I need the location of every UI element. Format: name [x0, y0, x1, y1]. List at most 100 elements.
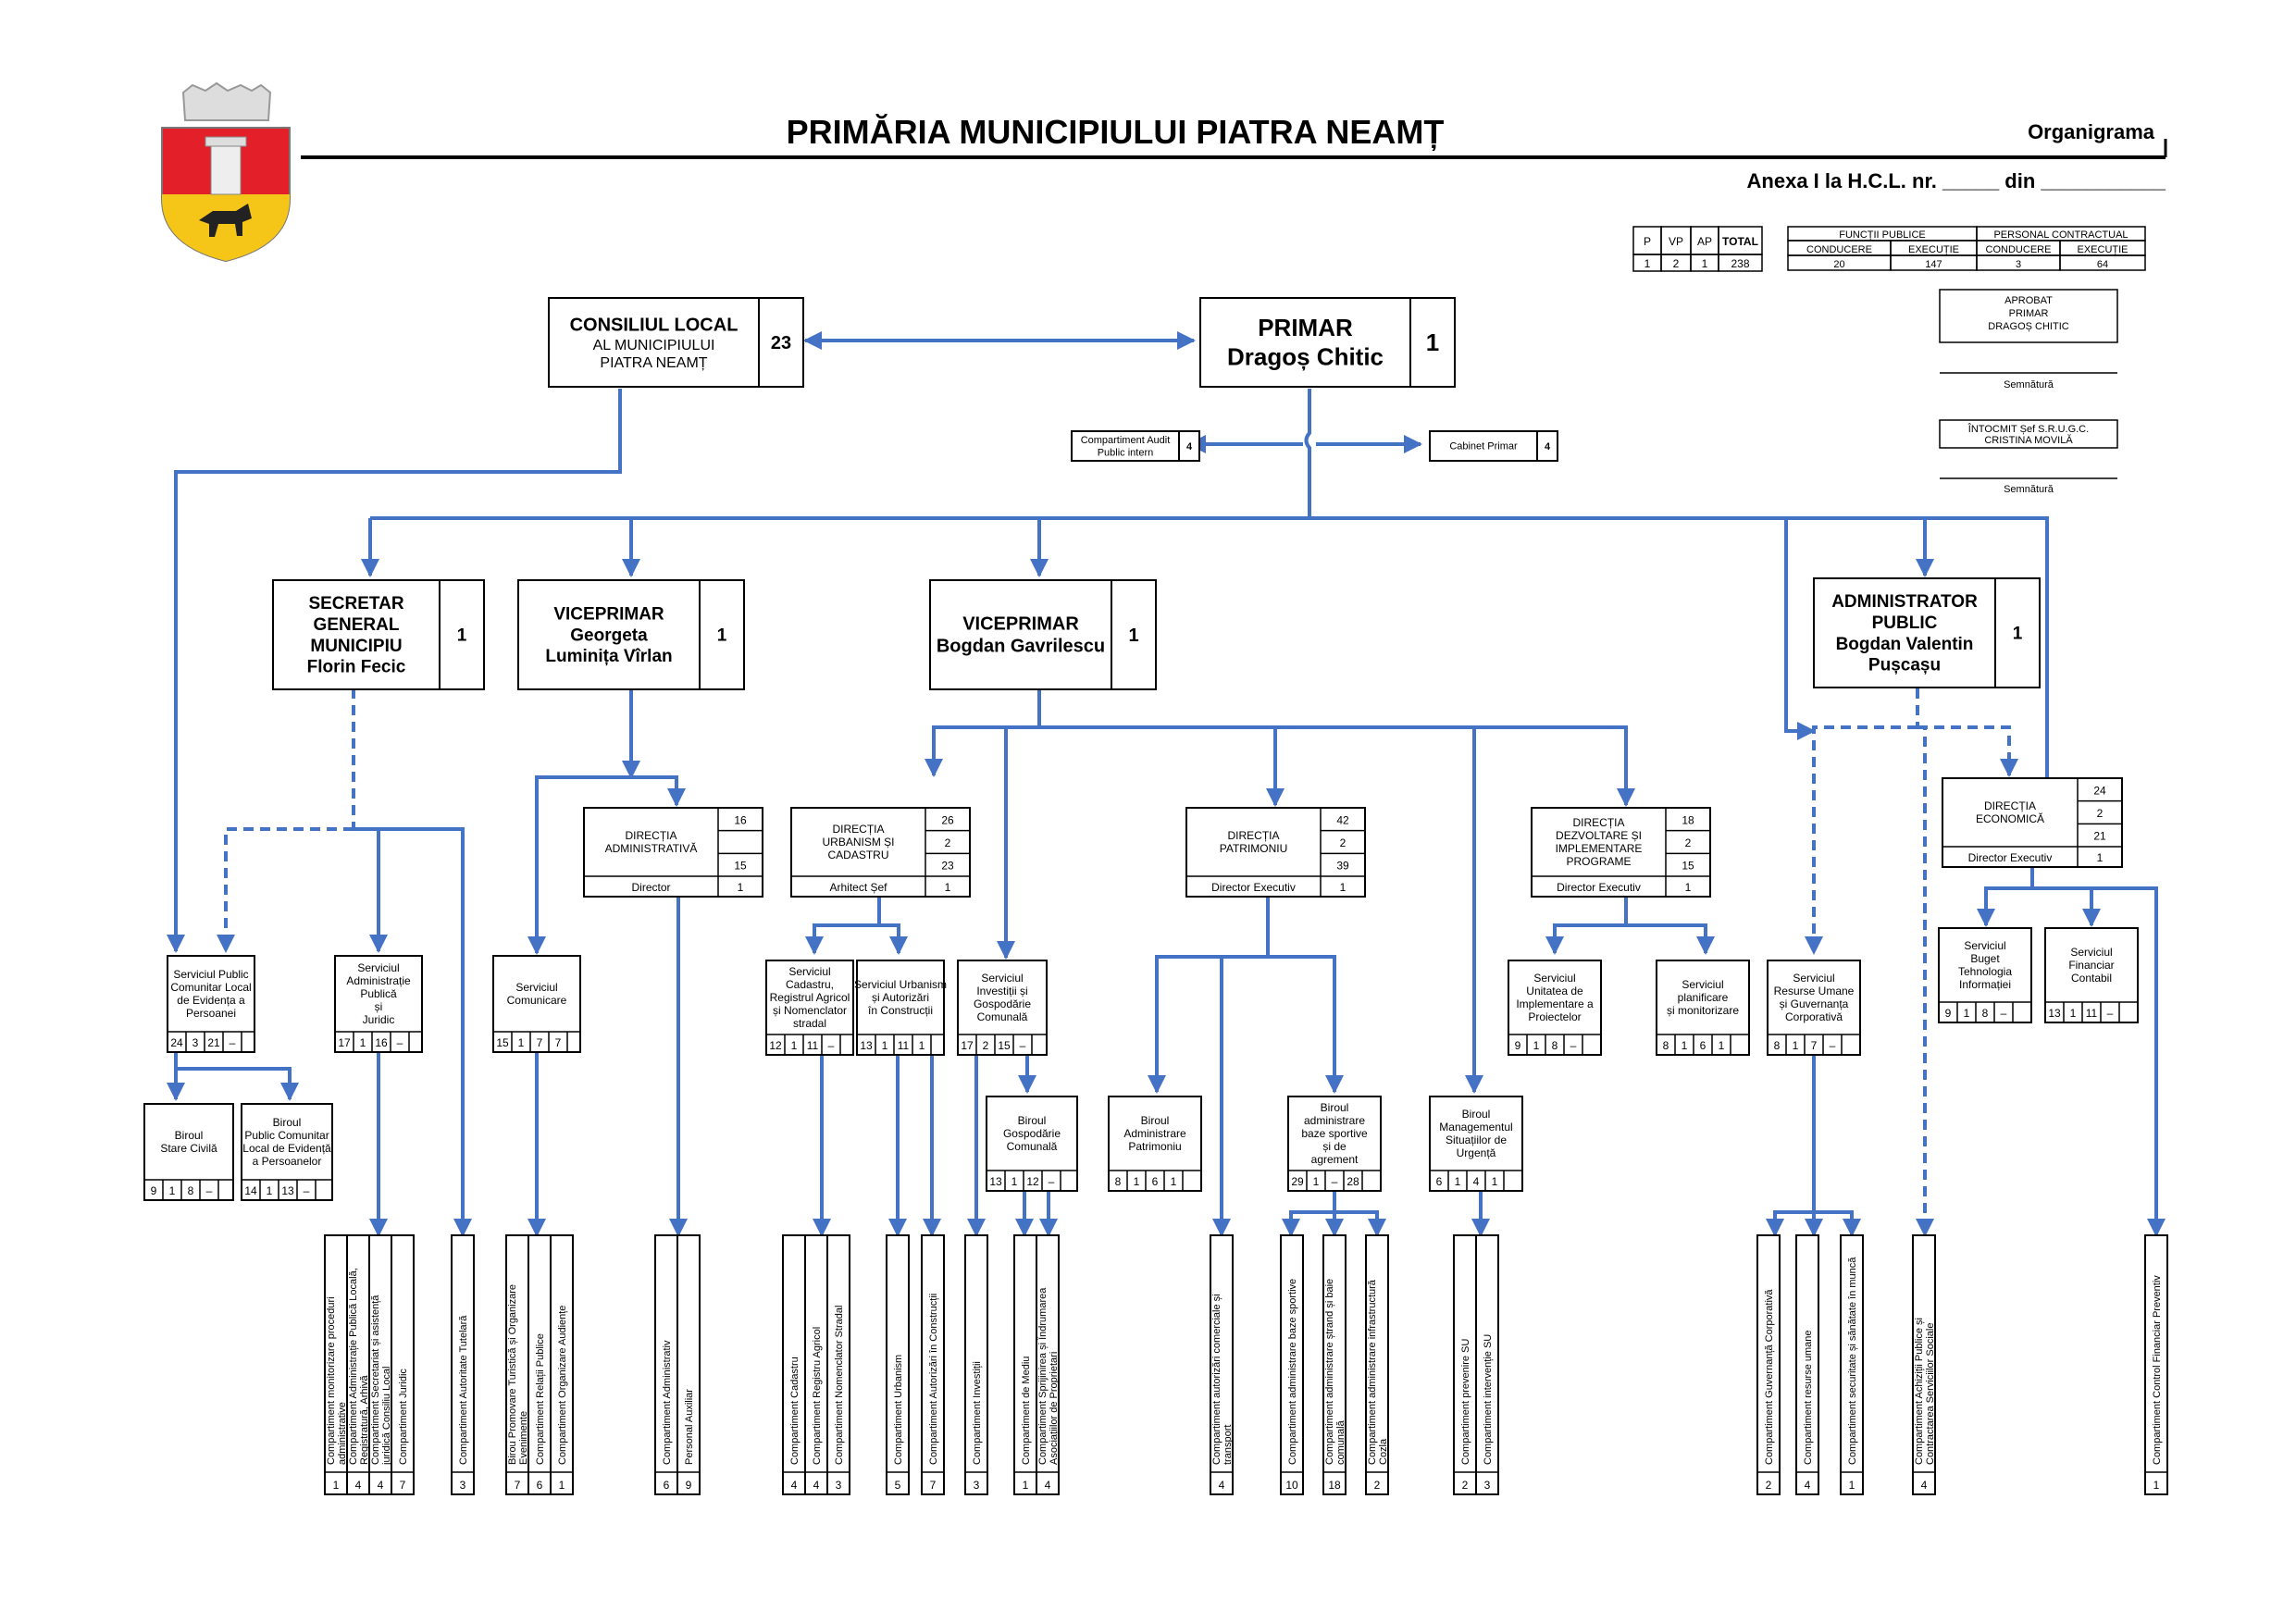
unit-name: Serviciul — [981, 972, 1023, 985]
connector-line — [2032, 886, 2101, 927]
compartment-count: 1 — [1849, 1479, 1855, 1492]
compartment-name: Compartiment Investiții — [972, 1361, 983, 1465]
compartment-frame — [964, 1234, 988, 1495]
box-label: Dragoș Chitic — [1227, 342, 1384, 370]
box-label: Luminița Vîrlan — [545, 647, 672, 666]
unit-count: 1 — [169, 1184, 176, 1197]
unit-frame — [334, 955, 423, 1053]
box-label: VICEPRIMAR — [962, 614, 1079, 635]
unit-count: 8 — [188, 1184, 194, 1197]
direction-head: Arhitect Șef — [829, 881, 887, 894]
compartment-count: 3 — [974, 1479, 980, 1492]
unit-name: Cadastru, — [786, 978, 834, 991]
compartment-name: Compartiment Control Financiar Preventiv — [2152, 1275, 2163, 1465]
connector-line — [1766, 1049, 1816, 1237]
compartment-count: 10 — [1285, 1479, 1298, 1492]
compartment-count: 3 — [1484, 1479, 1491, 1492]
unit-name: Buget — [1970, 952, 2000, 965]
direction-name: PATRIMONIU — [1220, 842, 1288, 855]
connector-line — [1545, 898, 1628, 955]
compartment-box: Compartiment intervenție SU3 — [1475, 1234, 1499, 1495]
compartment-box: Compartiment Administrație Publică Local… — [346, 1234, 370, 1495]
direction-name: DEZVOLTARE ȘI — [1556, 829, 1642, 842]
compartment-name: Compartiment Registru Agricol — [812, 1327, 823, 1465]
unit-name: Investiții și — [976, 985, 1027, 997]
stats-value: 1 — [1644, 257, 1651, 270]
connector-line — [879, 923, 908, 955]
box-label: Cabinet Primar — [1449, 441, 1518, 452]
compartment-count: 4 — [1219, 1479, 1225, 1492]
unit-name: Serviciul — [1964, 939, 2005, 952]
compartment-name: Compartiment autorizări comerciale și — [1211, 1294, 1222, 1465]
compartment-name: Compartiment monitorizare proceduri — [326, 1296, 337, 1465]
box-count: 1 — [1426, 328, 1439, 356]
connector-line — [1282, 1191, 1336, 1237]
approval-text: DRAGOȘ CHITIC — [1988, 321, 2068, 332]
connector-line — [1304, 389, 1311, 518]
prepared-by-text: CRISTINA MOVILĂ — [1984, 434, 2073, 446]
box-label: SECRETAR — [308, 594, 403, 613]
organigrama-label: Organigrama — [2028, 120, 2155, 143]
connector-line — [1977, 865, 2034, 927]
compartment-name: juridică Consiliu Local — [381, 1367, 392, 1466]
unit-count: – — [230, 1036, 236, 1049]
unit-count: – — [1830, 1039, 1836, 1052]
connector-line — [2032, 886, 2166, 1237]
compartment-name: Compartiment Nomenclator Stradal — [834, 1306, 845, 1465]
stats-sub-header: EXECUȚIE — [1908, 244, 1959, 255]
unit-count: 13 — [281, 1184, 294, 1197]
compartment-name: Cozla — [1378, 1438, 1389, 1465]
unit-count: 24 — [170, 1036, 183, 1049]
compartment-count: 4 — [378, 1479, 384, 1492]
unit-name: planificare — [1678, 991, 1729, 1004]
unit-name: Serviciul — [515, 981, 557, 994]
unit-count: – — [206, 1184, 213, 1197]
connector-line — [1626, 923, 1715, 955]
compartment-count: 9 — [686, 1479, 692, 1492]
unit-count: – — [304, 1184, 310, 1197]
unit-name: Comunală — [1007, 1140, 1058, 1153]
unit-name: Biroul — [1018, 1114, 1047, 1127]
stats-sub-value: 64 — [2097, 259, 2108, 270]
connector-line — [527, 775, 631, 955]
stats-value: 2 — [1673, 257, 1680, 270]
compartment-count: 5 — [895, 1479, 901, 1492]
connector-line — [217, 827, 354, 953]
compartment-name: Evenimente — [518, 1411, 529, 1465]
connector-line — [1814, 1210, 1861, 1237]
compartment-count: 1 — [333, 1479, 340, 1492]
compartment-frame — [1795, 1234, 1819, 1495]
unit-name: Gospodărie — [1003, 1127, 1061, 1140]
unit-name: Serviciul — [1793, 972, 1834, 985]
compartment-name: comunală — [1335, 1419, 1347, 1465]
compartment-frame — [1036, 1234, 1060, 1495]
compartment-box: Compartiment administrare ștrand și baie… — [1322, 1234, 1347, 1495]
compartment-name: Compartiment securitate și sănătate în m… — [1847, 1257, 1858, 1465]
prepared-by-box — [1939, 419, 2118, 449]
unit-count: 12 — [1026, 1175, 1039, 1188]
compartment-name: Compartiment Administrativ — [662, 1340, 673, 1465]
compartment-count: 2 — [1374, 1479, 1381, 1492]
connector-line — [1917, 725, 2018, 777]
connector-line — [934, 725, 1635, 807]
compartment-name: Compartiment Juridic — [398, 1369, 409, 1465]
compartment-count: 4 — [791, 1479, 798, 1492]
unit-name: Juridic — [363, 1013, 395, 1026]
unit-count: – — [1020, 1039, 1026, 1052]
unit-count: 1 — [1533, 1039, 1540, 1052]
unit-name: Managementul — [1439, 1121, 1512, 1134]
direction-head-count: 1 — [1340, 881, 1347, 894]
prepared-by-text: ÎNTOCMIT Șef S.R.U.G.C. — [1967, 423, 2089, 435]
